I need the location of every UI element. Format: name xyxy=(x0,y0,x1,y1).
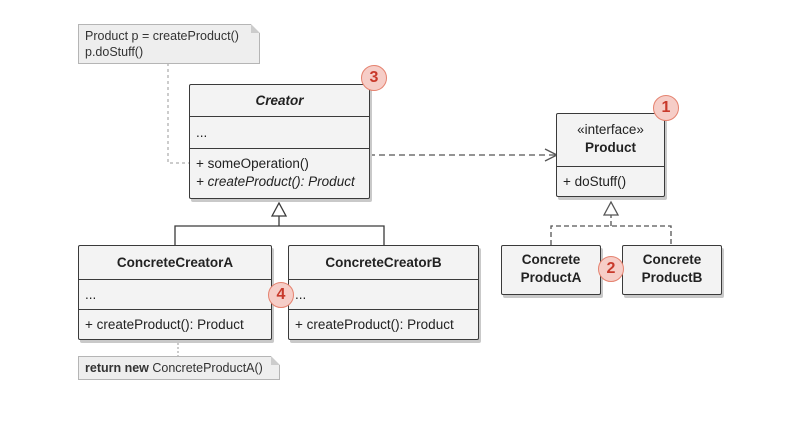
note-fold-icon xyxy=(251,24,260,33)
concrete-product-b-line2: ProductB xyxy=(641,270,703,285)
note-bottom: return new ConcreteProductA() xyxy=(78,356,280,380)
concrete-product-a-line1: Concrete xyxy=(521,252,581,267)
note-link-top xyxy=(167,63,189,164)
note-top-line2: p.doStuff() xyxy=(85,45,144,59)
concrete-creator-b-class: ConcreteCreatorB ... + createProduct(): … xyxy=(288,245,479,340)
concrete-product-a-class: Concrete ProductA xyxy=(501,245,601,295)
badge-concrete-creators: 4 xyxy=(268,282,294,308)
inheritance-triangle xyxy=(270,201,288,217)
inheritance-line-a xyxy=(174,225,385,245)
creator-title: Creator xyxy=(255,93,304,108)
product-stereotype: «interface» xyxy=(577,122,644,137)
product-title: Product xyxy=(584,140,636,155)
realization-triangle xyxy=(602,200,620,216)
product-interface: «interface» Product + doStuff() xyxy=(556,113,665,197)
creator-method-create-product: + createProduct(): Product xyxy=(196,174,355,189)
concrete-creator-a-class: ConcreteCreatorA ... + createProduct(): … xyxy=(78,245,272,340)
concrete-creator-a-fields: ... xyxy=(79,279,271,309)
note-fold-icon xyxy=(271,356,280,365)
note-bottom-rest: ConcreteProductA() xyxy=(148,361,263,375)
concrete-product-b-line1: Concrete xyxy=(642,252,702,267)
concrete-creator-b-method: + createProduct(): Product xyxy=(289,309,478,339)
creator-fields: ... xyxy=(190,116,369,148)
concrete-creator-a-title: ConcreteCreatorA xyxy=(116,255,234,270)
product-method: + doStuff() xyxy=(557,166,664,197)
creator-class: Creator ... + someOperation() + createPr… xyxy=(189,84,370,199)
concrete-creator-b-title: ConcreteCreatorB xyxy=(325,255,442,270)
concrete-product-a-line2: ProductA xyxy=(520,270,582,285)
creator-method-some-operation: + someOperation() xyxy=(196,156,309,171)
badge-concrete-products: 2 xyxy=(598,256,624,282)
note-top-line1: Product p = createProduct() xyxy=(85,29,239,43)
concrete-product-b-class: Concrete ProductB xyxy=(622,245,722,295)
note-bottom-keyword: return new xyxy=(85,361,149,375)
creator-methods: + someOperation() + createProduct(): Pro… xyxy=(190,148,369,191)
badge-creator: 3 xyxy=(361,65,387,91)
concrete-creator-b-fields: ... xyxy=(289,279,478,309)
realization-lines xyxy=(550,225,672,245)
badge-product: 1 xyxy=(653,95,679,121)
note-top: Product p = createProduct() p.doStuff() xyxy=(78,24,260,64)
product-header: «interface» Product xyxy=(557,114,664,166)
concrete-creator-a-method: + createProduct(): Product xyxy=(79,309,271,339)
